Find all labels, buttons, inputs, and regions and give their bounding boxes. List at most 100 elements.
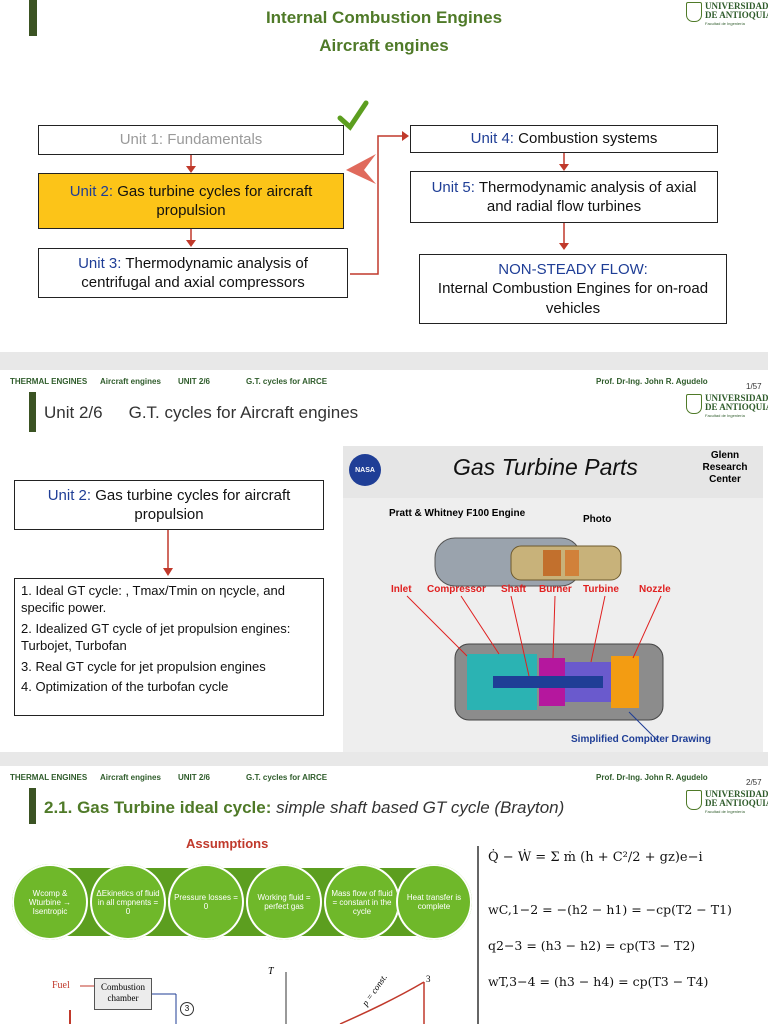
assumptions-title: Assumptions [186, 836, 269, 851]
combustion-chamber-box: Combustion chamber [94, 978, 152, 1010]
figure-engine-label: Pratt & Whitney F100 Engine [389, 508, 526, 519]
label-nozzle: Nozzle [639, 584, 671, 595]
pointer-arrow-icon [346, 154, 376, 184]
title-accent-bar [29, 0, 37, 36]
nsf-text: Internal Combustion Engines for on-road … [437, 280, 709, 317]
unit1-prefix: Unit 1: [119, 131, 164, 149]
unit1-box[interactable]: Unit 1: Fundamentals [38, 125, 344, 155]
logo-line1: UNIVERSIDAD [705, 393, 768, 403]
slide-gap [0, 352, 768, 370]
footer-subject: G.T. cycles for AIRCE [246, 773, 328, 782]
cycle-diagram-lines [69, 846, 479, 1024]
assumption-item: Heat transfer is complete [396, 864, 472, 940]
heading-prefix: 2.1. Gas Turbine ideal cycle: [44, 798, 272, 817]
down-arrow-icon [163, 530, 173, 576]
topic-item: 3. Real GT cycle for jet propulsion engi… [21, 658, 266, 674]
footer-subject: G.T. cycles for AIRCE [246, 377, 328, 386]
heading-num: Unit 2/6 [44, 403, 103, 422]
footer-prof: Prof. Dr-Ing. John R. Agudelo [596, 377, 708, 386]
heading-accent-bar [29, 788, 36, 824]
label-shaft: Shaft [501, 584, 526, 595]
slide-gap [0, 752, 768, 766]
footer-unit: UNIT 2/6 [178, 377, 211, 386]
gas-turbine-figure: NASA Gas Turbine Parts Glenn Research Ce… [343, 446, 763, 752]
figure-center: Glenn Research Center [702, 450, 748, 485]
footer-prof: Prof. Dr-Ing. John R. Agudelo [596, 773, 708, 782]
label-turbine: Turbine [583, 584, 619, 595]
logo-line3: Facultad de Ingeniería [705, 809, 745, 814]
footer-course: THERMAL ENGINES [10, 377, 88, 386]
slide-1: Internal Combustion Engines Aircraft eng… [0, 0, 768, 352]
checkmark-icon [337, 100, 369, 131]
nasa-logo-icon: NASA [349, 454, 381, 486]
compressor-work-equation: wC,1−2 = −(h2 − h1) = −cp(T2 − T1) [488, 902, 732, 917]
unit4-text: Combustion systems [513, 130, 658, 148]
unit3-prefix: Unit 3: [78, 254, 122, 272]
logo-line2: DE ANTIOQUIA [705, 798, 768, 808]
non-steady-flow-box[interactable]: NON-STEADY FLOW: Internal Combustion Eng… [419, 254, 727, 324]
slide-2: THERMAL ENGINES Aircraft engines UNIT 2/… [0, 370, 768, 752]
nsf-title: NON-STEADY FLOW: [498, 260, 648, 278]
logo-line2: DE ANTIOQUIA [705, 402, 768, 412]
unit4-prefix: Unit 4: [470, 130, 514, 148]
assumption-item: Wcomp & Wturbine → Isentropic [12, 864, 88, 940]
slide-footer: THERMAL ENGINES Aircraft engines UNIT 2/… [0, 370, 768, 392]
unit1-text: Fundamentals [163, 131, 263, 149]
topic-item: 2. Idealized GT cycle of jet propulsion … [21, 620, 291, 653]
label-inlet: Inlet [391, 584, 412, 595]
unit2-text: Gas turbine cycles for aircraft propulsi… [91, 486, 291, 524]
turbine-work-equation: wT,3−4 = (h3 − h4) = cp(T3 − T4) [488, 974, 709, 989]
label-burner: Burner [539, 584, 572, 595]
logo-line1: UNIVERSIDAD [705, 789, 768, 799]
university-logo: UNIVERSIDAD DE ANTIOQUIA Facultad de Ing… [686, 394, 768, 420]
footer-unit: UNIT 2/6 [178, 773, 211, 782]
slide-title-line1: Internal Combustion Engines [265, 8, 503, 27]
page-number: 2/57 [746, 778, 762, 787]
slide3-heading: 2.1. Gas Turbine ideal cycle: simple sha… [44, 798, 564, 818]
shield-icon [686, 2, 702, 22]
heading-italic: simple shaft based GT cycle (Brayton) [271, 798, 565, 817]
unit5-prefix: Unit 5: [431, 178, 475, 196]
figure-caption: Simplified Computer Drawing [571, 734, 712, 745]
assumption-item: Mass flow of fluid = constant in the cyc… [324, 864, 400, 940]
shield-icon [686, 394, 702, 414]
slide-3: THERMAL ENGINES Aircraft engines UNIT 2/… [0, 766, 768, 1024]
shield-icon [686, 790, 702, 810]
footer-topic: Aircraft engines [100, 773, 161, 782]
flow-connectors [186, 100, 569, 275]
logo-line3: Facultad de Ingeniería [705, 413, 745, 418]
engine-drawing [406, 537, 664, 743]
topic-item: 1. Ideal GT cycle: , Tmax/Tmin on ηcycle… [21, 583, 285, 615]
heat-addition-equation: q2−3 = (h3 − h2) = cp(T3 − T2) [488, 938, 696, 953]
figure-photo-label: Photo [583, 514, 612, 525]
page-number: 1/57 [746, 382, 762, 391]
footer-course: THERMAL ENGINES [10, 773, 88, 782]
unit5-text: Thermodynamic analysis of axial and radi… [474, 178, 697, 216]
logo-line1: UNIVERSIDAD [705, 1, 768, 11]
unit2-prefix: Unit 2: [69, 182, 114, 200]
heading-text: G.T. cycles for Aircraft engines [128, 403, 359, 422]
unit3-text: Thermodynamic analysis of centrifugal an… [81, 254, 308, 292]
university-logo: UNIVERSIDAD DE ANTIOQUIA Facultad de Ing… [686, 790, 768, 816]
energy-equation: Q̇ − Ẇ = Σ ṁ (h + C²/2 + gz)e−i [488, 850, 703, 865]
heading-accent-bar [29, 392, 36, 432]
unit2-box[interactable]: Unit 2: Gas turbine cycles for aircraft … [14, 480, 324, 530]
assumption-item: Working fluid = perfect gas [246, 864, 322, 940]
unit2-box[interactable]: Unit 2: Gas turbine cycles for aircraft … [38, 173, 344, 229]
label-compressor: Compressor [427, 584, 486, 595]
unit2-prefix: Unit 2: [47, 486, 92, 504]
assumptions-row: Wcomp & Wturbine → Isentropic ΔEkinetics… [12, 864, 472, 940]
figure-title: Gas Turbine Parts [453, 454, 638, 480]
slide2-heading: Unit 2/6 G.T. cycles for Aircraft engines [44, 403, 358, 423]
unit3-box[interactable]: Unit 3: Thermodynamic analysis of centri… [38, 248, 348, 298]
state-marker: 3 [180, 1002, 194, 1016]
topic-item: 4. Optimization of the turbofan cycle [21, 679, 229, 695]
footer-topic: Aircraft engines [100, 377, 161, 386]
slide-footer: THERMAL ENGINES Aircraft engines UNIT 2/… [0, 766, 768, 788]
assumption-item: ΔEkinetics of fluid in all cmpnents = 0 [90, 864, 166, 940]
unit4-box[interactable]: Unit 4: Combustion systems [410, 125, 718, 153]
fuel-label: Fuel [52, 980, 70, 991]
unit5-box[interactable]: Unit 5: Thermodynamic analysis of axial … [410, 171, 718, 223]
unit2-text: Gas turbine cycles for aircraft propulsi… [113, 182, 313, 220]
t-axis-label: T [268, 966, 274, 977]
